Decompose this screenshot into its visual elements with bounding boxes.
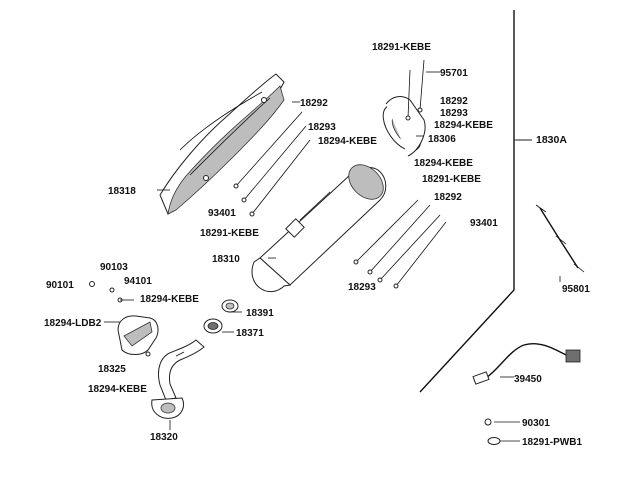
exhaust-pipe-18320	[151, 339, 205, 419]
oxygen-sensor-39450	[472, 343, 581, 385]
label-18293-mid: 18293	[308, 122, 336, 133]
label-18294-kebe-bot: 18294-KEBE	[88, 384, 147, 395]
label-18306: 18306	[428, 134, 456, 145]
label-18293-low: 18293	[348, 282, 376, 293]
heat-shield-18318	[159, 73, 285, 215]
leader-lines	[104, 71, 561, 442]
label-18318: 18318	[108, 186, 136, 197]
label-18292-mid: 18292	[300, 98, 328, 109]
label-18292-r: 18292	[434, 192, 462, 203]
label-90101: 90101	[46, 280, 74, 291]
label-18291-kebe-top: 18291-KEBE	[372, 42, 431, 53]
label-90301: 90301	[522, 418, 550, 429]
label-18371: 18371	[236, 328, 264, 339]
label-1830a: 1830A	[536, 134, 567, 146]
label-95701: 95701	[440, 68, 468, 79]
label-18294-ldb2: 18294-LDB2	[44, 318, 102, 329]
label-18310: 18310	[212, 254, 240, 265]
label-93401-r: 93401	[470, 218, 498, 229]
label-18291-kebe-r: 18291-KEBE	[422, 174, 481, 185]
bracket-95801	[535, 204, 585, 273]
label-93401-left: 93401	[208, 208, 236, 219]
label-18294-kebe-mid: 18294-KEBE	[318, 136, 377, 147]
clamp-18371	[203, 318, 223, 334]
end-cap-18306	[382, 96, 426, 157]
label-18294-kebe-top: 18294-KEBE	[434, 120, 493, 131]
fasteners	[89, 59, 501, 445]
label-18320: 18320	[150, 432, 178, 443]
label-18292-top: 18292	[440, 96, 468, 107]
label-94101: 94101	[124, 276, 152, 287]
label-18294-kebe-r: 18294-KEBE	[414, 158, 473, 169]
muffler-18310	[251, 164, 387, 293]
label-39450: 39450	[514, 374, 542, 385]
label-18291-kebe-left: 18291-KEBE	[200, 228, 259, 239]
label-18293-top: 18293	[440, 108, 468, 119]
label-18294-kebe-l: 18294-KEBE	[140, 294, 199, 305]
label-18291-pwb1: 18291-PWB1	[522, 437, 582, 448]
label-90103: 90103	[100, 262, 128, 273]
heat-plate-18325	[117, 315, 159, 355]
gasket-18391	[221, 299, 239, 313]
label-18325: 18325	[98, 364, 126, 375]
label-18391: 18391	[246, 308, 274, 319]
label-95801: 95801	[562, 284, 590, 295]
